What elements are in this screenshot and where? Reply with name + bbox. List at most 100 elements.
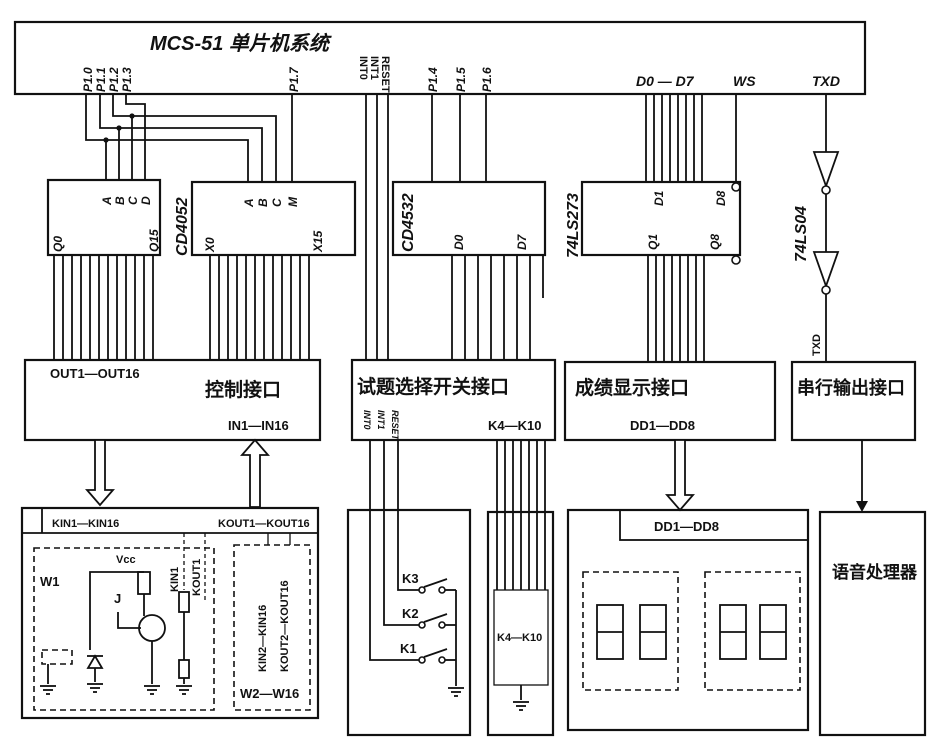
mux1-box [46, 178, 162, 257]
score-display-box [566, 508, 810, 732]
latch-output-bus [647, 255, 705, 362]
score-interface-box [563, 360, 777, 442]
mux1-output-bus [53, 255, 154, 360]
digit-group-1 [582, 571, 679, 691]
wire-reset-key [397, 440, 419, 591]
inverter-chain: 74LS04 TXD [793, 94, 840, 362]
switch-contact [418, 656, 426, 664]
encoder-output-first: D0 [452, 234, 466, 250]
key-bank-box [486, 510, 555, 737]
latch-output-first: Q1 [646, 234, 660, 250]
pin-p11-label: P1.1 [94, 67, 108, 92]
station-w-rest-label: W2—W16 [240, 686, 299, 701]
lower-connections [85, 438, 868, 661]
control-interface-box [23, 358, 322, 442]
mux2-input-a: A [242, 198, 256, 208]
control-inputs-label: IN1—IN16 [228, 418, 289, 433]
score-interface: 成绩显示接口 DD1—DD8 [563, 360, 777, 442]
encoder-chip: CD4532 D0 D7 [391, 180, 547, 298]
key-k1-label: K1 [400, 641, 417, 656]
mux-chip-label: CD4052 [174, 197, 191, 256]
junction-dot [116, 125, 122, 131]
mux1-input-d: D [139, 196, 153, 205]
control-interface-title: 控制接口 [205, 378, 281, 401]
wire-p13 [125, 94, 146, 180]
wire-p12 [112, 94, 277, 182]
mux1-input-a: A [100, 196, 114, 206]
transistor-icon [138, 614, 166, 642]
pin-txd-label: TXD [812, 73, 840, 89]
inverter-2-bubble [821, 285, 831, 295]
w1-supply-wire [89, 571, 144, 650]
key-k3-label: K3 [402, 571, 419, 586]
inverter-2-icon [812, 251, 840, 289]
switch-lever [423, 648, 448, 658]
encoder-output-bus [451, 255, 531, 360]
inverter-label: 74LS04 [793, 206, 810, 262]
wire-p11 [99, 94, 263, 182]
station-kin1-label: KIN1 [169, 567, 181, 592]
pin-p17-label: P1.7 [287, 66, 301, 92]
key-k2-label: K2 [402, 606, 419, 621]
serial-interface-box [790, 360, 917, 442]
control-input-arrow-icon [240, 438, 270, 508]
mcu-block: MCS-51 单片机系统 P1.0 P1.1 P1.2 P1.3 P1.7 IN… [13, 20, 867, 96]
station-kin-rest-label: KIN2—KIN16 [257, 605, 269, 672]
switch-contact [418, 621, 426, 629]
control-output-arrow-icon [85, 439, 115, 507]
wire-p10 [85, 94, 249, 182]
pin-p13-label: P1.3 [120, 67, 134, 92]
switch-keys-label: K4—K10 [488, 418, 541, 433]
station-w1-box [33, 547, 215, 711]
station-kout1-label: KOUT1 [191, 559, 203, 596]
seven-segment-digits [596, 604, 787, 660]
switch-contact [418, 586, 426, 594]
station-box [20, 506, 320, 720]
pin-p10-label: P1.0 [81, 67, 95, 92]
mcu-box [13, 20, 867, 96]
latch-box [580, 180, 742, 257]
mux2-output-last: X15 [311, 230, 325, 253]
data-bus-wires [645, 94, 703, 182]
address-wires [85, 94, 741, 360]
pin-reset-label: RESET [379, 56, 391, 93]
serial-interface: 串行输出接口 [790, 360, 917, 442]
serial-signal-label: TXD [811, 334, 823, 356]
voice-box [818, 510, 927, 737]
control-interface: OUT1—OUT16 控制接口 IN1—IN16 [23, 358, 322, 442]
pin-p15-label: P1.5 [454, 67, 468, 92]
mux1-output-last: Q15 [147, 229, 161, 252]
serial-output-arrowhead-icon [856, 501, 868, 512]
resistor-icon [178, 591, 190, 613]
relay-coil-icon [137, 571, 151, 595]
latch-chip: D1 D8 Q1 Q8 [580, 180, 742, 265]
switch-lever [423, 613, 448, 623]
key-bank-module: K4—K10 [486, 510, 555, 737]
pin-ws-label: WS [733, 73, 756, 89]
mux2-input-c: C [270, 198, 284, 207]
wire-int0-key [369, 440, 419, 661]
junction-dot [129, 113, 135, 119]
pin-int0-label: INT0 [357, 56, 369, 80]
latch-input-first: D1 [652, 190, 666, 206]
encoder-output-last: D7 [515, 233, 529, 250]
pin-int1-label: INT1 [368, 56, 380, 80]
inverter-1-bubble [821, 185, 831, 195]
mux1-chip: A B C D Q0 Q15 [46, 178, 162, 257]
switch-signal-reset: RESET [390, 410, 400, 442]
station-kin-label: KIN1—KIN16 [52, 518, 119, 530]
score-outputs-label: DD1—DD8 [630, 418, 695, 433]
key-switch-box [346, 508, 472, 737]
score-display-strip [619, 509, 809, 541]
latch-label: 74LS273 [565, 193, 582, 258]
switch-contact [438, 656, 446, 664]
encoder-box [391, 180, 547, 257]
inverter-1-icon [812, 151, 840, 189]
station-kout-rest-label: KOUT2—KOUT16 [279, 580, 291, 672]
station-relay-label: J [114, 591, 121, 606]
latch-clear-bubble [731, 255, 741, 265]
switch-signal-int1: INT1 [376, 410, 386, 430]
score-interface-title: 成绩显示接口 [575, 376, 689, 399]
mux1-input-b: B [113, 196, 127, 205]
